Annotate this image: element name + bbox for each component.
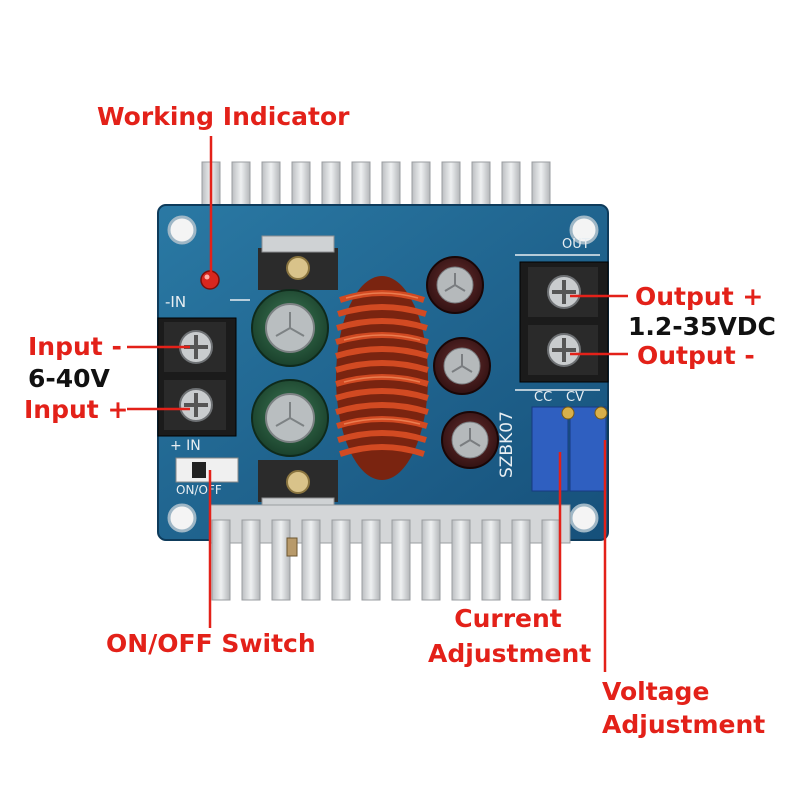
label-current-line1: Current (454, 604, 562, 633)
mosfet-top (258, 235, 338, 290)
potentiometers (531, 406, 608, 492)
inductor-coil (335, 276, 429, 480)
label-input-plus: Input + (24, 395, 129, 424)
output-terminal-block (519, 261, 609, 383)
silk-cc: CC (534, 390, 552, 405)
label-output-voltage: 1.2-35VDC (628, 312, 776, 341)
on-off-switch (175, 457, 239, 483)
label-on-off-switch: ON/OFF Switch (106, 629, 316, 658)
silk-cv: CV (566, 390, 584, 405)
input-capacitors (251, 289, 329, 457)
label-input-voltage: 6-40V (28, 364, 110, 393)
silk-in-minus: -IN (165, 293, 186, 311)
leader-lines (127, 136, 628, 672)
bottom-heatsink (209, 504, 571, 601)
label-output-minus: Output - (637, 341, 755, 370)
label-current-line2: Adjustment (428, 639, 592, 668)
label-voltage-line2: Adjustment (602, 710, 766, 739)
label-working-indicator: Working Indicator (97, 102, 350, 131)
working-led (200, 270, 220, 290)
silk-out: OUT (562, 237, 590, 252)
silk-switch: ON/OFF (176, 483, 222, 497)
label-output-plus: Output + (635, 282, 764, 311)
silk-model: SZBK07 (497, 411, 517, 478)
label-voltage-line1: Voltage (602, 677, 710, 706)
silk-in-plus: + IN (170, 438, 201, 454)
output-capacitors (426, 256, 499, 469)
input-terminal-block (157, 317, 237, 437)
label-input-minus: Input - (28, 332, 122, 361)
